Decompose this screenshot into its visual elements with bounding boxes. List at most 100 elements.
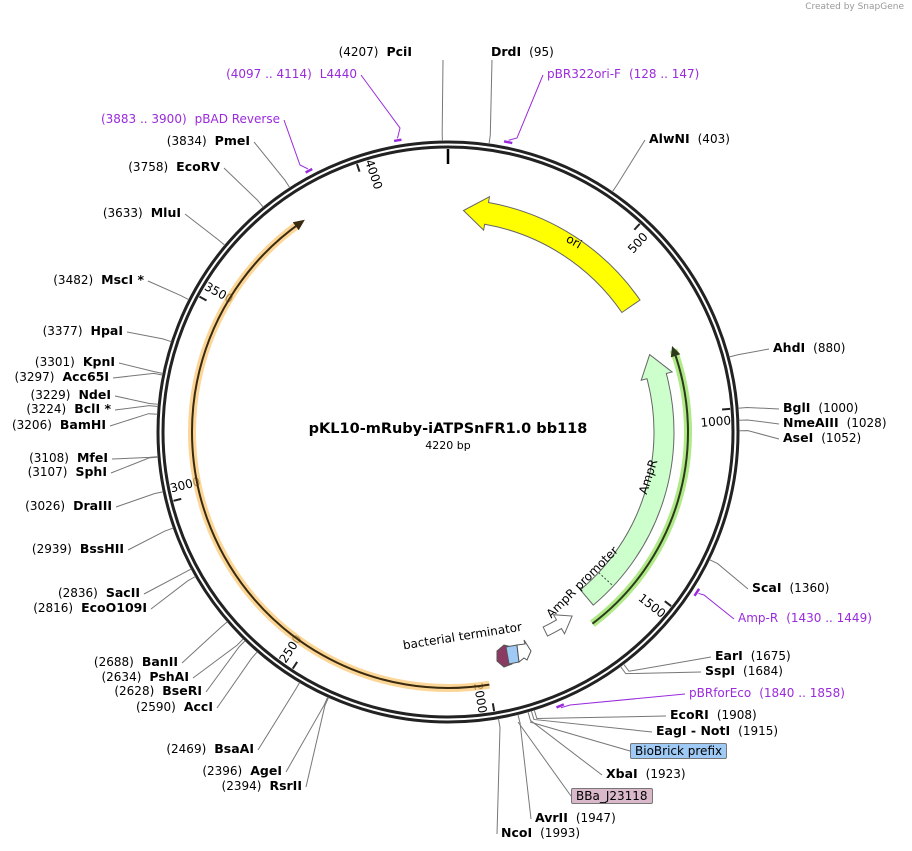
enzyme-position: (880) [813,341,846,355]
tick-mark [291,661,298,670]
enzyme-label-ndei[interactable]: (3229)NdeI [23,388,111,403]
enzyme-label-banii[interactable]: (2688)BanII [86,654,178,670]
enzyme-name: ScaI [752,580,782,595]
enzyme-leader-line [488,59,493,144]
primer-arc[interactable] [693,588,701,597]
enzyme-position: (2634) [101,670,142,684]
enzyme-label-eagi-noti[interactable]: EagI - NotI(1915) [656,724,786,739]
bba-j23118-label[interactable]: BBa_J23118 [571,788,653,804]
enzyme-name: PshAI [149,669,189,684]
enzyme-label-pmei[interactable]: (3834)PmeI [159,134,250,149]
enzyme-label-acc65i[interactable]: (3297)Acc65I [7,370,109,385]
enzyme-name: XbaI [606,766,638,781]
enzyme-label-sacii[interactable]: (2836)SacII [50,585,140,601]
primer-label-l4440[interactable]: (4097 .. 4114)L4440 [218,67,357,81]
enzyme-label-drdi[interactable]: DrdI(95) [491,45,562,60]
enzyme-name: BsaAI [214,741,254,756]
enzyme-leader-line [738,419,780,425]
enzyme-position: (1675) [750,649,791,663]
orf-left-arrowhead [292,219,305,231]
primer-arc[interactable] [305,167,313,174]
enzyme-label-ncoi[interactable]: NcoI(1993) [501,826,588,841]
tick-label: 1000 [700,413,732,429]
primer-leader-line [560,693,686,709]
enzyme-label-asei[interactable]: AseI(1052) [783,431,869,446]
primer-range: (4097 .. 4114) [226,67,312,81]
enzyme-label-ecoo109i[interactable]: (2816)EcoO109I [25,600,147,616]
enzyme-label-pcii[interactable]: (4207)PciI [331,45,412,60]
enzyme-label-nmeaiii[interactable]: NmeAIII(1028) [783,415,895,431]
biobrick-prefix-label[interactable]: BioBrick prefix [630,743,728,759]
primer-label-pbad-reverse[interactable]: (3883 .. 3900)pBAD Reverse [93,112,280,126]
primer-arc[interactable] [503,140,513,145]
enzyme-label-hpai[interactable]: (3377)HpaI [35,324,123,339]
enzyme-leader-line [441,59,444,142]
enzyme-name: EcoO109I [81,600,147,615]
enzyme-label-bgli[interactable]: BglI(1000) [783,401,866,416]
enzyme-label-ecorv[interactable]: (3758)EcoRV [120,160,220,175]
enzyme-label-bcli-[interactable]: (3224)BclI * [18,402,111,417]
enzyme-position: (1993) [540,826,581,840]
enzyme-label-avrii[interactable]: AvrII(1947) [535,811,624,826]
enzyme-leader-line [184,213,226,246]
enzyme-position: (3026) [25,499,66,513]
tick-mark [633,223,641,231]
primer-arc[interactable] [393,138,402,143]
enzyme-leader-line [126,331,172,343]
enzyme-name: SacII [105,585,140,600]
primer-range: (128 .. 147) [628,67,700,81]
enzyme-label-bsaai[interactable]: (2469)BsaAI [158,741,254,757]
enzyme-label-mfei[interactable]: (3108)MfeI [21,451,108,466]
enzyme-label-eari[interactable]: EarI(1675) [715,649,799,664]
enzyme-label-sspi[interactable]: SspI(1684) [705,664,791,679]
enzyme-leader-line [611,139,646,193]
enzyme-name: NmeAIII [783,415,839,430]
enzyme-leader-line [737,406,780,410]
enzyme-label-sphi[interactable]: (3107)SphI [20,465,107,480]
enzyme-label-rsrii[interactable]: (2394)RsrII [214,779,302,794]
enzyme-label-xbai[interactable]: XbaI(1923) [606,766,694,782]
enzyme-position: (2396) [202,764,243,778]
enzyme-label-mlui[interactable]: (3633)MluI [95,206,181,221]
enzyme-name: AhdI [773,340,806,355]
enzyme-label-ecori[interactable]: EcoRI(1908) [670,707,765,723]
enzyme-position: (3834) [166,134,207,148]
primer-name: pBR322ori-F [547,67,621,81]
backbone-outer [156,140,740,724]
enzyme-leader-line [738,430,780,440]
enzyme-name: BanII [141,654,178,669]
orf-right[interactable] [591,351,689,625]
enzyme-label-alwni[interactable]: AlwNI(403) [649,132,738,147]
enzyme-label-bseri[interactable]: (2628)BseRI [106,684,202,699]
primer-arc[interactable] [556,703,565,709]
enzyme-leader-line [111,456,159,460]
backbone-inner [161,145,735,719]
enzyme-label-bamhi[interactable]: (3206)BamHI [4,418,106,433]
orf-left[interactable] [191,221,490,689]
primer-label-pbrforeco[interactable]: pBRforEco(1840 .. 1858) [689,686,853,700]
white-arrow-glyph[interactable] [516,639,532,663]
enzyme-label-msci-[interactable]: (3482)MscI * [45,273,144,288]
ampr-feature[interactable] [579,353,675,606]
enzyme-label-acci[interactable]: (2590)AccI [128,700,213,715]
enzyme-label-bsshii[interactable]: (2939)BssHII [24,542,124,557]
enzyme-leader-line [709,559,749,590]
enzyme-label-scai[interactable]: ScaI(1360) [752,580,837,596]
primer-label-pbr322ori-f[interactable]: pBR322ori-F (128 .. 147) [547,67,707,81]
ori-label: ori [564,232,585,252]
bba-leader-line [517,721,572,797]
plasmid-title: pKL10-mRuby-iATPSnFR1.0 bb118 [308,421,588,437]
small-promoter-arrow[interactable] [542,614,573,637]
enzyme-name: EcoRI [670,707,709,722]
primer-leader-line [283,119,309,170]
primer-range: (1430 .. 1449) [786,611,872,625]
enzyme-label-pshai[interactable]: (2634) PshAI [93,669,189,685]
ori-feature[interactable] [462,195,641,314]
enzyme-label-agei[interactable]: (2396) AgeI [194,763,282,779]
enzyme-label-kpni[interactable]: (3301)KpnI [27,355,115,370]
enzyme-label-draiii[interactable]: (3026)DraIII [17,499,112,514]
enzyme-leader-line [181,621,228,664]
primer-label-amp-r[interactable]: Amp-R(1430 .. 1449) [738,611,880,625]
enzyme-name: AgeI [250,763,282,778]
enzyme-label-ahdi[interactable]: AhdI (880) [773,340,853,356]
